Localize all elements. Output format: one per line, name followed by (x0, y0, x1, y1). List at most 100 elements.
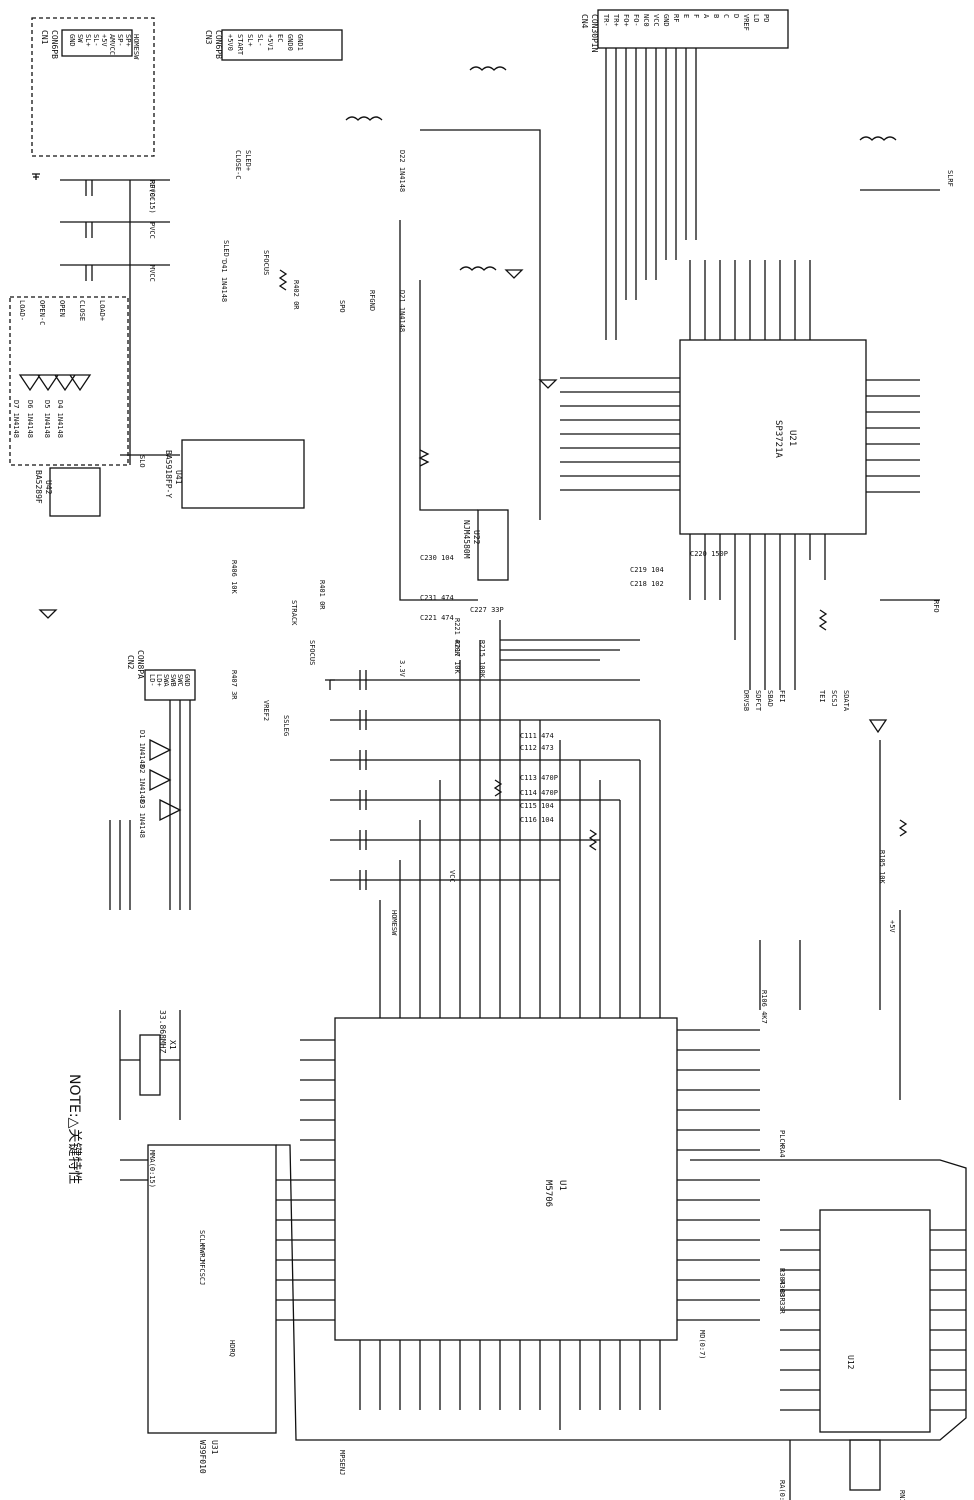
connector-pin-label: LD+ (155, 674, 163, 687)
capacitor-label: C114 470P (520, 789, 558, 797)
capacitor-label: C227 33P (470, 606, 504, 614)
capacitor-label: C115 104 (520, 802, 554, 810)
capacitor-label: C219 104 (630, 566, 664, 574)
net-label: SFOCUS (308, 640, 316, 665)
capacitor-label: C221 474 (420, 614, 454, 622)
u21-part: SP3721A (773, 420, 783, 459)
diode-label: D3 1N4148 (138, 800, 146, 838)
connector-pin-label: GND1 (296, 34, 304, 51)
net-label: SLED+ (244, 150, 252, 171)
net-label: MVCC (148, 265, 156, 282)
net-label: RD(0:15) (148, 180, 156, 214)
connector-pin-label: NC0 (642, 14, 650, 27)
resistor-label: R215 100K (478, 640, 486, 679)
capacitor-label: C218 102 (630, 580, 664, 588)
connector-pin-label: VREF (742, 14, 750, 31)
net-label: CLOSE-C (234, 150, 242, 180)
connector-pin-label: GND (662, 14, 670, 27)
connector-pin-label: SL+ (246, 34, 254, 47)
u42-part: BA5289F (34, 470, 43, 504)
u31-part: W39F010 (198, 1440, 207, 1474)
resistor-label: R221 470K (453, 618, 461, 657)
cn4-part: CON30PIN (590, 14, 599, 53)
connector-pin-label: SL- (92, 34, 100, 47)
net-label: SLRF (946, 170, 954, 187)
connector-pin-label: FO+ (622, 14, 630, 27)
net-label: PLCK (778, 1130, 786, 1148)
net-label: MD(0:7) (698, 1330, 706, 1360)
net-label: HDRQ (228, 1340, 236, 1357)
diode-label: D5 1N4148 (43, 400, 51, 438)
connector-pin-label: RF (672, 14, 680, 22)
connector-pin-label: SL+ (84, 34, 92, 47)
net-label: OPEN (58, 300, 66, 317)
connector-pin-label: LD (752, 14, 760, 22)
capacitor-label: C113 470P (520, 774, 558, 782)
cn4-ref: CN4 (580, 14, 589, 29)
net-label: +5V (888, 920, 896, 933)
diode-label: D41 1N4148 (220, 260, 228, 302)
connector-pin-label: EC (276, 34, 284, 42)
net-label: DRVSB (742, 690, 750, 711)
capacitor-label: C112 473 (520, 744, 554, 752)
diode-label: D4 1N4148 (56, 400, 64, 438)
connector-pin-label: C (722, 14, 730, 18)
net-label: SDFCT (754, 690, 762, 712)
net-labels: RFVCCPVCCMVCCSLOSPOSTRACKSFOCUSSFOCUSVRE… (18, 150, 954, 1500)
net-label: SPO (338, 300, 346, 313)
diode-label: D6 1N4148 (26, 400, 34, 438)
connector-pin-label: F (692, 14, 700, 18)
resistor-label: R106 4K7 (760, 990, 768, 1024)
cn1-ref: CN1 (40, 30, 49, 45)
connector-pin-label: TR- (602, 14, 610, 27)
connector-pin-label: AMVCC (108, 34, 116, 55)
connector-pin-label: +5V0 (226, 34, 234, 51)
net-label: MMA(0:15) (148, 1150, 156, 1188)
net-label: SFOCUS (262, 250, 270, 275)
note-text: NOTE:△关键特性 (60, 1070, 100, 1270)
net-label: PVCC (148, 222, 156, 239)
u22-ref: U22 (472, 530, 481, 545)
connector-pin-label: GND0 (286, 34, 294, 51)
net-label: RA4 (778, 1145, 786, 1158)
u1-ref: U1 (557, 1180, 567, 1191)
net-label: VREF2 (262, 700, 270, 721)
net-label: SSLEG (282, 715, 290, 736)
resistor-label: R308 33R (778, 1280, 786, 1315)
net-label: STRACK (290, 600, 298, 626)
net-label: MWRJ (198, 1245, 206, 1262)
connector-pin-label: SL- (256, 34, 264, 47)
resistor-label: RN1 33R (898, 1490, 906, 1500)
net-label: LOAD- (18, 300, 26, 321)
net-label: RFGND (368, 290, 376, 311)
connector-pin-label: PD (762, 14, 770, 22)
net-label: RFVCC (148, 180, 156, 201)
connector-pin-label: TR+ (612, 14, 620, 27)
net-label: VCC (448, 870, 456, 883)
resistor-label: R304 33R (778, 1268, 786, 1303)
capacitor-label: C231 474 (420, 594, 454, 602)
connector-pin-label: A (702, 14, 710, 19)
net-label: 3.3V (398, 660, 406, 678)
cn2-ref: CN2 (126, 655, 135, 670)
u12-ref: U12 (846, 1355, 855, 1370)
net-label: TEI (818, 690, 826, 703)
resistor-label: R402 0R (292, 280, 300, 310)
u22-part: NJM4580M (462, 520, 471, 559)
capacitor-label: C230 104 (420, 554, 454, 562)
connector-pin-label: E (682, 14, 690, 18)
net-label: SCSJ (830, 690, 838, 707)
net-label: SCLK (198, 1230, 206, 1248)
net-label: HOMESW (390, 910, 398, 936)
resistor-label: R401 0R (318, 580, 326, 610)
u21-ref: U21 (787, 430, 797, 446)
net-label: RFO (932, 600, 940, 613)
note-label: NOTE:△关键特性 (66, 1074, 82, 1184)
capacitor-label: C116 104 (520, 816, 554, 824)
connector-pin-label: SP- (116, 34, 124, 47)
